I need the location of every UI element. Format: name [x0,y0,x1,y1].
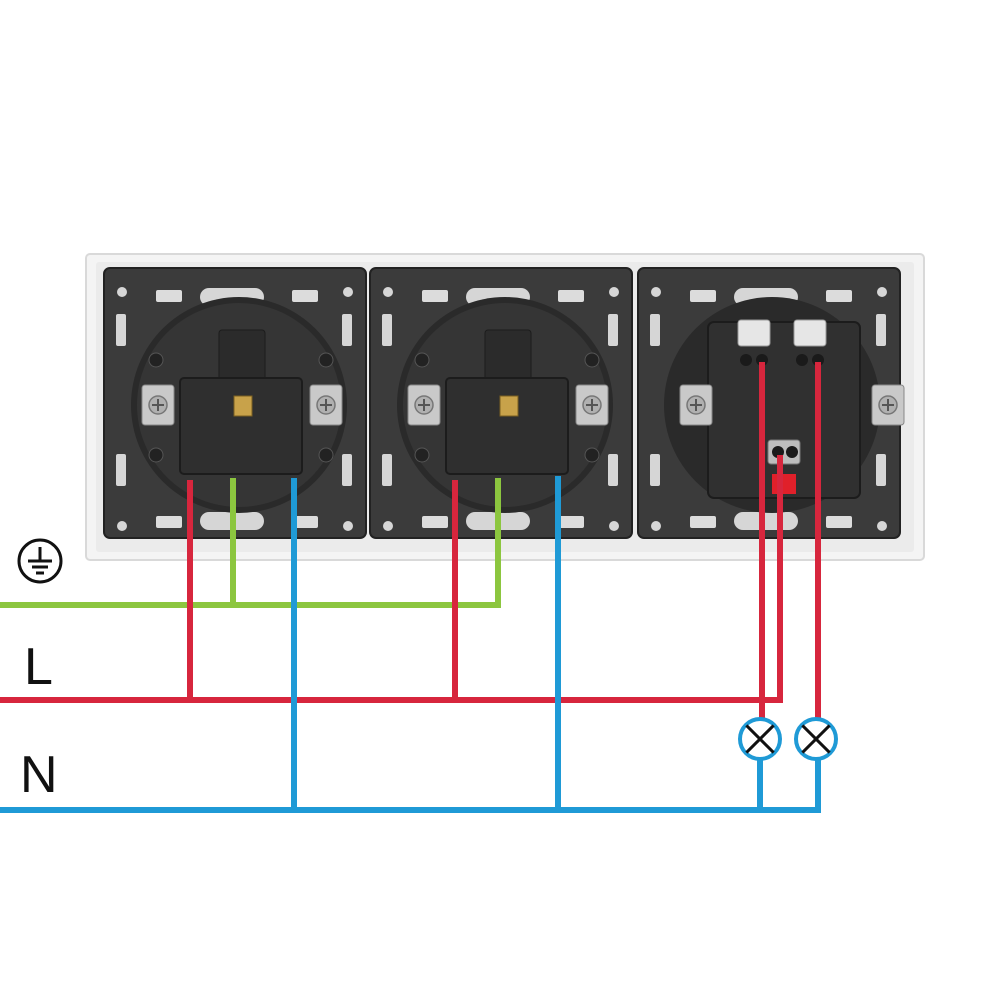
socket-mechanism [103,267,367,539]
line-label: L [24,638,53,696]
earth-contact [233,395,253,417]
switch-mechanism [637,267,905,539]
lamp-symbol-icon [738,717,782,761]
earth-wire [0,478,501,608]
earth-ground-icon [17,538,63,584]
socket-mechanism [369,267,633,539]
neutral-wire [0,758,821,813]
earth-contact [499,395,519,417]
switch-indicator [772,474,796,494]
lamp-symbol-icon [794,717,838,761]
neutral-label: N [20,746,58,804]
live-wire [0,455,783,703]
